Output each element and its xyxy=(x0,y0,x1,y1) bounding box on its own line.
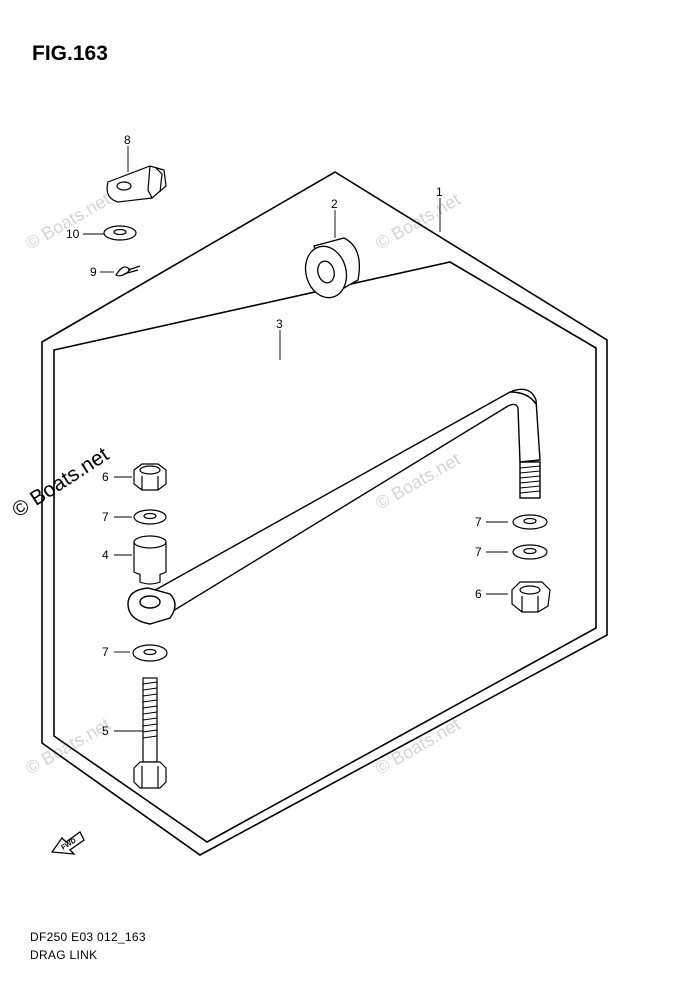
watermark-text: © Boats.net xyxy=(372,714,464,778)
callout-10: 10 xyxy=(66,227,80,241)
part-cotter-pin xyxy=(115,265,141,277)
callout-1: 1 xyxy=(436,185,443,199)
part-bolt xyxy=(133,677,167,789)
kit-outline-inner xyxy=(53,261,597,843)
figure-caption: DRAG LINK xyxy=(30,948,98,962)
callout-4: 4 xyxy=(102,548,109,562)
part-washer-right-lower xyxy=(512,544,548,560)
callout-5: 5 xyxy=(102,724,109,738)
part-washer-left-upper xyxy=(133,509,167,525)
callout-9: 9 xyxy=(90,265,97,279)
callouts: 8 10 9 2 1 3 6 7 4 7 5 7 7 6 xyxy=(66,133,482,738)
part-nut-left xyxy=(133,463,167,491)
callout-8: 8 xyxy=(124,133,131,147)
leader-lines xyxy=(83,146,508,732)
figure-code: DF250 E03 012_163 xyxy=(30,930,146,944)
part-drag-link-rod xyxy=(127,388,541,625)
fwd-arrow-icon: FWD xyxy=(50,831,85,855)
callout-2: 2 xyxy=(331,197,338,211)
part-nut-right xyxy=(511,581,551,613)
callout-7: 7 xyxy=(102,510,109,524)
part-bushing xyxy=(304,237,361,299)
callout-7: 7 xyxy=(475,545,482,559)
kit-outline-outer xyxy=(41,171,608,856)
callout-7: 7 xyxy=(475,515,482,529)
part-washer-10 xyxy=(103,225,137,241)
part-cable-clip xyxy=(106,165,167,203)
figure-title: FIG.163 xyxy=(32,42,108,65)
part-collar xyxy=(133,535,167,585)
kit-outline xyxy=(41,171,608,856)
part-washer-right-upper xyxy=(512,514,548,530)
watermark-text: © Boats.net xyxy=(22,189,114,253)
callout-6: 6 xyxy=(102,470,109,484)
callout-3: 3 xyxy=(276,317,283,331)
watermark-text: © Boats.net xyxy=(8,443,113,522)
callout-7: 7 xyxy=(102,645,109,659)
callout-6: 6 xyxy=(475,587,482,601)
part-washer-left-lower xyxy=(132,644,168,662)
watermarks: © Boats.net © Boats.net © Boats.net © Bo… xyxy=(8,189,463,778)
